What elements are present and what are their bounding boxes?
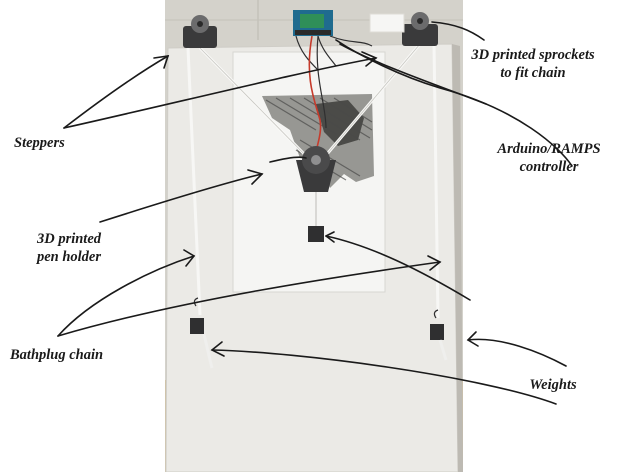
- label-sprockets-line-2: to fit chain: [500, 65, 566, 81]
- arrow-pen-holder: [99, 173, 263, 223]
- label-pen-holder-line-1: 3D printed: [36, 231, 102, 247]
- label-controller: Arduino/RAMPS controller: [472, 140, 626, 176]
- arrow-pen-holder-2: [269, 156, 307, 163]
- arrow-chain-right: [57, 261, 441, 337]
- arrow-sprockets: [431, 21, 485, 41]
- arduino-ramps-controller: [293, 10, 373, 71]
- annotation-arrows: [57, 21, 573, 405]
- stepper-right: [402, 12, 438, 46]
- label-pen-holder-line-2: pen holder: [36, 249, 102, 265]
- label-steppers-text: Steppers: [14, 135, 65, 151]
- stepper-left: [183, 15, 217, 48]
- arrow-steppers-right: [63, 57, 377, 129]
- label-pen-holder: 3D printed pen holder: [14, 230, 124, 266]
- label-steppers: Steppers: [14, 134, 104, 152]
- arrow-weight-center: [325, 235, 471, 301]
- label-controller-line-1: Arduino/RAMPS: [497, 141, 601, 157]
- label-weights: Weights: [516, 376, 590, 394]
- arrow-chain-left: [57, 255, 195, 337]
- arrow-steppers-left: [63, 55, 169, 129]
- chain-left-hang: [186, 47, 202, 316]
- label-sprockets-line-1: 3D printed sprockets: [471, 47, 595, 63]
- arrow-weights-left: [211, 349, 557, 405]
- label-chain-text: Bathplug chain: [10, 347, 104, 363]
- weight-left: [190, 297, 214, 369]
- label-controller-line-2: controller: [519, 159, 579, 175]
- wall-box: [369, 13, 405, 33]
- controller-wire: [316, 35, 327, 129]
- chain-right-hang: [432, 43, 440, 319]
- pen-holder: [296, 146, 336, 192]
- controller-wire: [308, 35, 322, 153]
- arrow-weights-right: [467, 338, 567, 367]
- arrow-pointer-center: [325, 231, 335, 243]
- label-sprockets: 3D printed sprockets to fit chain: [440, 46, 626, 82]
- board-shadow: [452, 44, 463, 472]
- chain-right-edge: [321, 43, 421, 161]
- chain-left-edge: [199, 47, 311, 161]
- pen-weight: [308, 226, 324, 242]
- label-chain: Bathplug chain: [10, 346, 150, 364]
- plot-drawing-dark: [316, 100, 364, 146]
- label-weights-text: Weights: [529, 377, 577, 393]
- arrow-controller-2: [335, 39, 573, 167]
- bathplug-chain-left-bottom: [202, 333, 214, 369]
- weight-right: [430, 309, 448, 361]
